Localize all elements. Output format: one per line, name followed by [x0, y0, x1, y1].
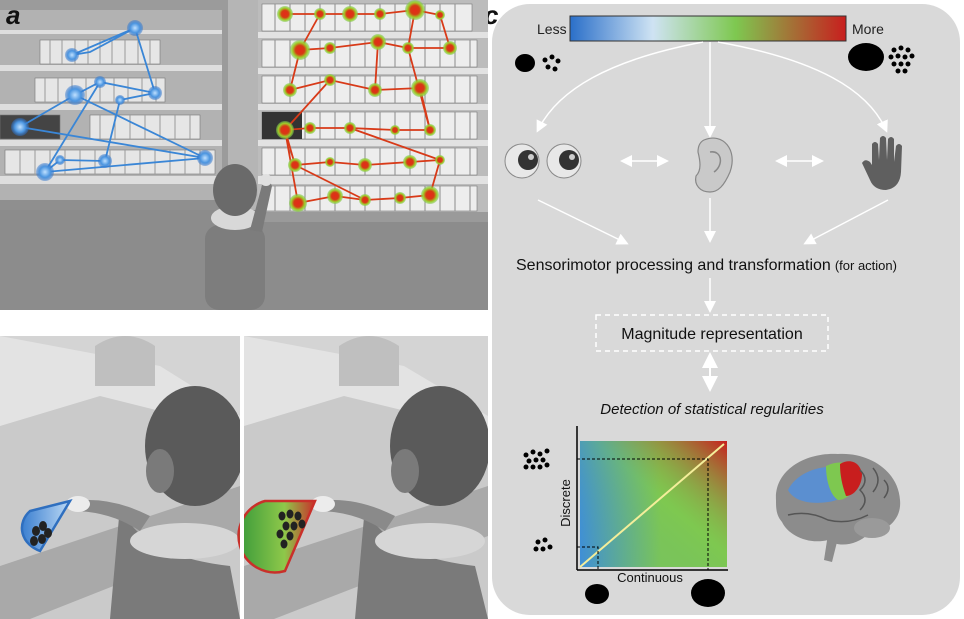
model-diagram: Less More [492, 4, 960, 615]
panel-a-shelves-scene: a [0, 0, 488, 310]
child-left [66, 386, 245, 619]
hand-icon [862, 136, 902, 190]
brain-icon [775, 453, 901, 562]
many-dots-icon [888, 45, 915, 74]
x-small-blob-icon [585, 584, 609, 604]
low-guide [577, 546, 599, 570]
eyes-icon [504, 143, 582, 179]
ear-icon [695, 137, 733, 193]
magnitude-label: Magnitude representation [621, 326, 802, 343]
y-many-dots-icon [523, 448, 550, 470]
x-large-blob-icon [691, 579, 725, 607]
sensorimotor-main: Sensorimotor processing and transformati… [516, 257, 831, 274]
senses-to-sensorimotor-arrows [537, 198, 889, 245]
child-right [311, 386, 488, 619]
child-figure [205, 164, 272, 310]
panel-c-model-diagram: Less More [488, 0, 964, 619]
detection-label: Detection of statistical regularities [600, 401, 824, 418]
magnitude-scale-bar [569, 15, 847, 42]
blue-gaze-nodes [11, 20, 213, 181]
shelves-illustration [0, 0, 488, 310]
right-shelf-unit [258, 0, 488, 222]
panel-label-b: b [6, 336, 22, 339]
high-guide [577, 458, 709, 570]
few-dots-icon [542, 54, 561, 72]
sensorimotor-label: Sensorimotor processing and transformati… [516, 257, 897, 274]
axis-label-continuous: Continuous [617, 570, 683, 585]
axis-label-discrete: Discrete [558, 479, 573, 527]
scale-to-senses-arrows [536, 41, 888, 138]
panel-label-a: a [6, 0, 21, 30]
small-blob-icon [515, 54, 535, 72]
continuous-discrete-plot: Discrete Continuous [558, 426, 728, 585]
regression-line [579, 443, 725, 568]
sensorimotor-suffix: (for action) [835, 258, 897, 273]
magnitude-box [595, 314, 829, 352]
y-few-dots-icon [533, 537, 553, 552]
blue-reach-wedge [20, 499, 73, 553]
scale-label-more: More [852, 21, 884, 37]
scale-label-less: Less [537, 21, 567, 37]
panel-label-c: c [488, 0, 498, 31]
large-blob-icon [848, 43, 884, 71]
red-gaze-nodes [276, 0, 457, 212]
panel-b-reaching-scene: b [0, 336, 488, 619]
red-reach-wedge [237, 499, 317, 574]
reaching-illustration [0, 336, 488, 619]
